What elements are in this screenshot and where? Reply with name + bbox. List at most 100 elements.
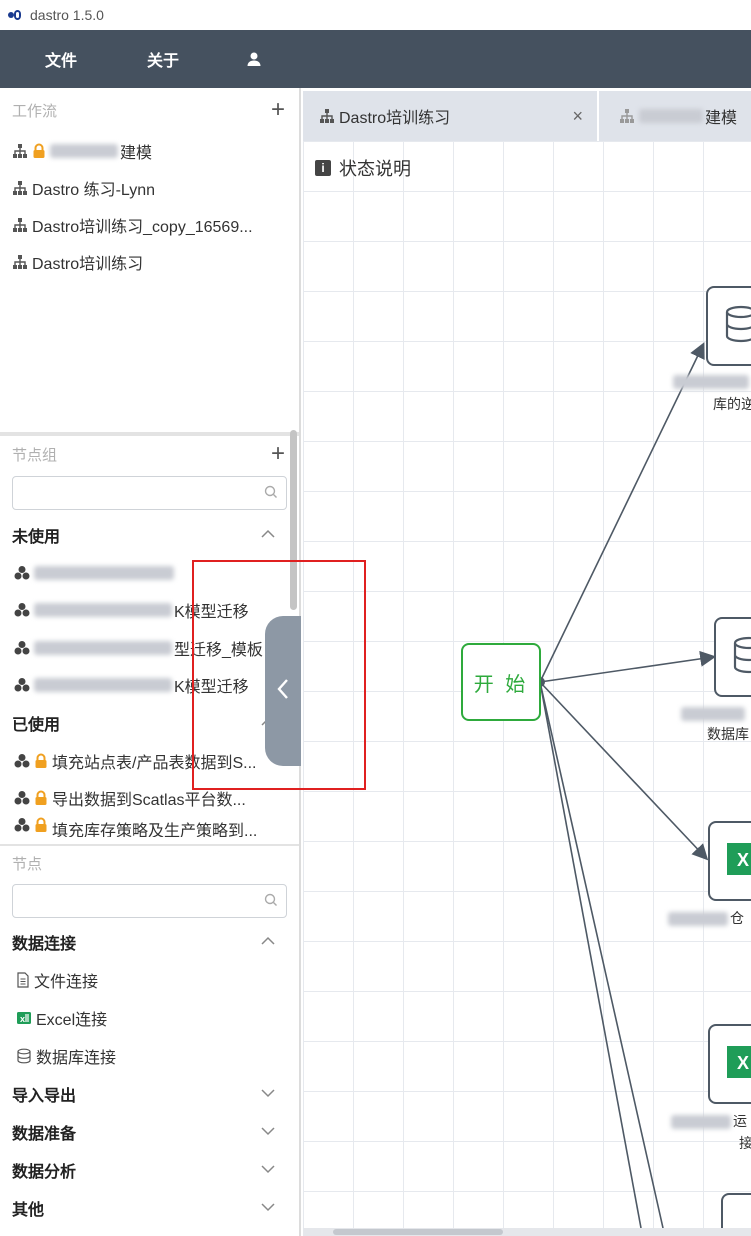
category-data-analysis[interactable]: 数据分析 <box>0 1151 299 1189</box>
node-excel-connection[interactable]: x Excel连接 <box>0 999 299 1037</box>
node-groups-header-label: 节点组 <box>12 446 58 464</box>
menu-about[interactable]: 关于 <box>147 53 180 70</box>
workflow-tree-icon <box>619 108 635 124</box>
menu-bar: 文件 关于 <box>0 30 751 88</box>
node-label-text: 运 <box>733 1113 747 1129</box>
workflow-tree-icon <box>12 217 28 233</box>
excel-node[interactable]: X <box>708 1024 751 1104</box>
excel-icon: X <box>721 1042 751 1087</box>
node-label <box>681 705 747 722</box>
workflow-header-label: 工作流 <box>12 102 58 120</box>
nodes-section: 节点 数据连接 文件连接 x Excel连接 数据库连接 导入导出 数据准备 <box>0 846 299 1227</box>
tab-modeling[interactable]: 建模 <box>603 91 751 141</box>
chevron-left-icon <box>276 677 290 706</box>
used-group-header[interactable]: 已使用 <box>0 704 299 742</box>
chevron-up-icon <box>261 933 275 951</box>
nodes-header: 节点 <box>0 846 299 880</box>
lock-icon <box>34 817 48 833</box>
workflow-item-label: Dastro 练习-Lynn <box>32 181 156 199</box>
node-group-item[interactable]: K模型迁移 <box>0 592 299 630</box>
category-other[interactable]: 其他 <box>0 1189 299 1227</box>
workflow-section: 工作流 + 建模 Dastro 练习-Lynn Dastro培训练习_copy_… <box>0 88 299 432</box>
cubes-icon <box>14 790 30 806</box>
svg-text:X: X <box>737 850 749 870</box>
node-groups-scrollbar[interactable] <box>290 430 297 610</box>
database-node[interactable] <box>714 617 751 697</box>
sidebar: 工作流 + 建模 Dastro 练习-Lynn Dastro培训练习_copy_… <box>0 88 301 1236</box>
node-group-item[interactable]: K模型迁移 <box>0 667 299 705</box>
unused-group-label: 未使用 <box>12 529 61 546</box>
partial-node[interactable] <box>721 1193 751 1228</box>
chevron-up-icon <box>261 526 275 544</box>
connection-line <box>539 681 709 861</box>
redacted-text <box>34 603 172 618</box>
workflow-item[interactable]: 建模 <box>0 132 299 169</box>
search-icon <box>264 485 278 504</box>
cubes-icon <box>14 565 30 581</box>
workflow-item-label: Dastro培训练习_copy_16569... <box>32 218 253 236</box>
excel-node[interactable]: X <box>708 821 751 901</box>
start-node[interactable]: 开 始 <box>461 643 541 721</box>
section-divider <box>0 432 299 436</box>
category-label: 数据分析 <box>12 1164 77 1181</box>
tab-dastro-training[interactable]: Dastro培训练习 × <box>303 91 599 141</box>
data-connection-label: 数据连接 <box>12 936 77 953</box>
add-node-group-button[interactable]: + <box>270 440 285 467</box>
workflow-tree-icon <box>12 180 28 196</box>
data-connection-header[interactable]: 数据连接 <box>0 923 299 961</box>
node-group-item[interactable]: 导出数据到Scatlas平台数... <box>0 780 299 818</box>
nodes-header-label: 节点 <box>12 855 43 873</box>
user-icon[interactable] <box>244 49 264 69</box>
node-group-item[interactable]: 型迁移_模板 <box>0 629 299 667</box>
node-label-text: 仓 <box>730 910 744 926</box>
database-icon <box>732 636 751 679</box>
collapse-sidebar-button[interactable] <box>265 616 301 766</box>
node-group-item[interactable]: 填充站点表/产品表数据到S... <box>0 742 299 780</box>
canvas-horizontal-scrollbar[interactable] <box>303 1228 751 1236</box>
category-import-export[interactable]: 导入导出 <box>0 1075 299 1113</box>
node-file-connection[interactable]: 文件连接 <box>0 961 299 999</box>
close-tab-button[interactable]: × <box>572 106 583 126</box>
connection-line <box>539 342 705 683</box>
node-database-connection[interactable]: 数据库连接 <box>0 1037 299 1075</box>
redacted-text <box>34 640 172 655</box>
workflow-item[interactable]: Dastro培训练习 <box>0 243 299 280</box>
redacted-text <box>671 1115 731 1130</box>
file-icon <box>16 972 30 988</box>
app-title-bar: dastro 1.5.0 <box>0 0 751 30</box>
node-item-label: 数据库连接 <box>36 1050 117 1067</box>
unused-group-header[interactable]: 未使用 <box>0 516 299 554</box>
node-search-input[interactable] <box>12 884 287 918</box>
node-label <box>673 373 751 390</box>
workflow-item[interactable]: Dastro 练习-Lynn <box>0 169 299 206</box>
svg-text:x: x <box>20 1014 25 1024</box>
search-icon <box>264 893 278 912</box>
section-divider <box>0 844 299 846</box>
redacted-text <box>673 375 749 390</box>
redacted-text <box>639 109 703 123</box>
status-legend-label: 状态说明 <box>339 159 411 179</box>
lock-icon <box>34 753 48 769</box>
connection-line <box>539 681 642 1228</box>
node-group-item-label: K模型迁移 <box>174 679 249 697</box>
node-group-item[interactable] <box>0 554 299 592</box>
workflow-item[interactable]: Dastro培训练习_copy_16569... <box>0 206 299 243</box>
chevron-down-icon <box>261 1123 275 1141</box>
scrollbar-thumb[interactable] <box>333 1229 503 1235</box>
menu-file[interactable]: 文件 <box>45 53 78 70</box>
add-workflow-button[interactable]: + <box>270 96 285 123</box>
cubes-icon <box>14 640 30 656</box>
workflow-canvas[interactable]: i 状态说明 开 始 库的逆 数据库 X 仓 X 运 接 <box>303 141 751 1228</box>
database-node[interactable] <box>706 286 751 366</box>
node-group-item[interactable]: 填充库存策略及生产策略到... <box>0 817 299 837</box>
excel-icon: x <box>16 1010 32 1026</box>
node-label: 数据库 <box>707 726 749 742</box>
node-groups-header: 节点组 + <box>0 436 299 472</box>
status-legend-button[interactable]: i 状态说明 <box>315 155 411 181</box>
database-icon <box>724 305 751 348</box>
node-group-item-label: K模型迁移 <box>174 604 249 622</box>
tab-bar: Dastro培训练习 × 建模 <box>303 91 751 141</box>
chevron-down-icon <box>261 1161 275 1179</box>
node-group-search-input[interactable] <box>12 476 287 510</box>
category-data-prep[interactable]: 数据准备 <box>0 1113 299 1151</box>
